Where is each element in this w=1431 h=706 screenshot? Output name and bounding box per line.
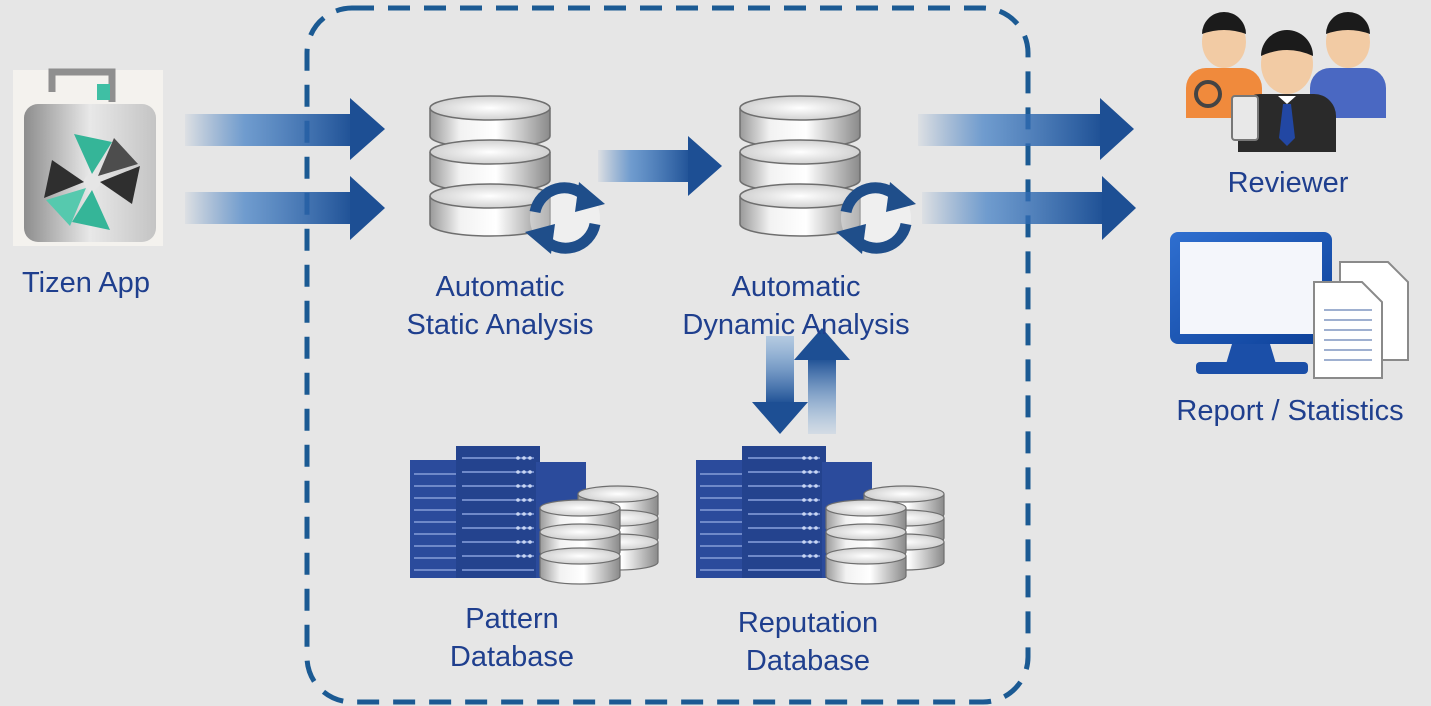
static-to-dynamic-arrow — [598, 136, 722, 196]
static-analysis-label: Automatic Static Analysis — [406, 271, 594, 341]
reviewer-people-icon — [1186, 12, 1386, 152]
output-arrow-report — [922, 176, 1136, 240]
database-refresh-icon — [429, 95, 605, 254]
tizen-app-label: Tizen App — [22, 267, 150, 299]
output-arrow-reviewer — [918, 98, 1134, 160]
monitor-documents-icon — [1170, 232, 1409, 379]
result-up-arrow — [794, 328, 850, 434]
database-refresh-icon — [739, 95, 916, 254]
server-database-icon — [409, 445, 659, 585]
reputation-database-label: Reputation Database — [737, 607, 879, 677]
tizen-store-bag-icon — [13, 68, 163, 246]
pattern-database-label: Pattern Database — [449, 603, 575, 673]
input-arrow-2 — [185, 176, 385, 240]
server-database-icon — [695, 445, 945, 585]
dynamic-analysis-label: Automatic Dynamic Analysis — [682, 271, 910, 341]
query-down-arrow — [752, 336, 808, 434]
reviewer-label: Reviewer — [1227, 167, 1349, 199]
input-arrow-1 — [185, 98, 385, 160]
analysis-boundary — [304, 5, 1031, 705]
report-statistics-label: Report / Statistics — [1176, 395, 1404, 427]
